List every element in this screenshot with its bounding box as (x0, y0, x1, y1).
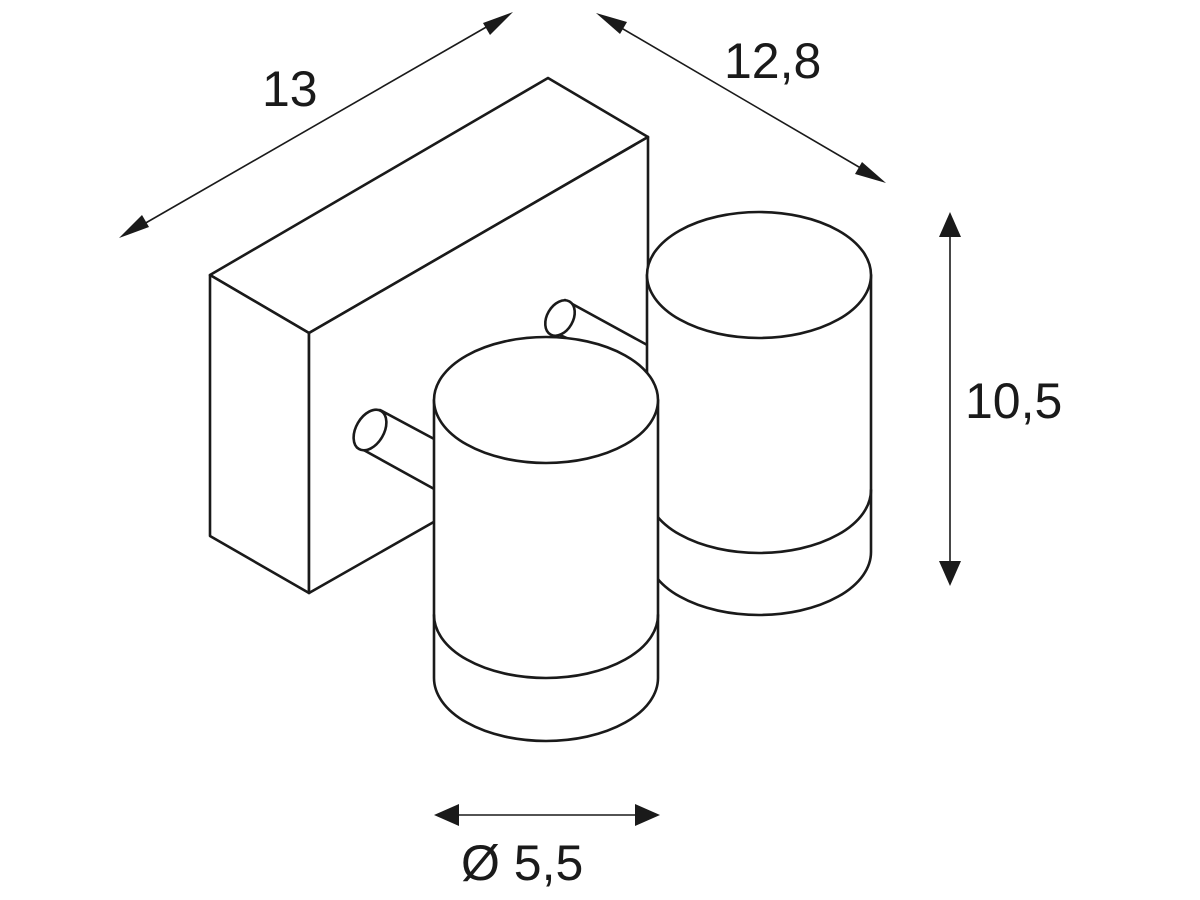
dimension-height: 10,5 (939, 212, 1062, 586)
front-spotlight (352, 335, 660, 743)
dimension-diameter: Ø 5,5 (434, 804, 660, 891)
arrowhead-icon (119, 215, 149, 238)
back-spotlight-top (645, 210, 873, 340)
arrowhead-icon (483, 12, 513, 35)
front-spotlight-top (432, 335, 660, 465)
arrowhead-icon (939, 212, 961, 237)
arrowhead-icon (939, 561, 961, 586)
dimension-height-label: 10,5 (965, 373, 1062, 429)
dimension-diameter-label: Ø 5,5 (461, 835, 583, 891)
front-spotlight-body (432, 398, 660, 743)
arrowhead-icon (635, 804, 660, 826)
dimension-width-label: 13 (262, 61, 318, 117)
arrowhead-icon (434, 804, 459, 826)
dimension-width: 13 (119, 12, 513, 238)
dimension-depth: 12,8 (596, 13, 886, 183)
front-spotlight-ring (432, 613, 660, 680)
arrowhead-icon (596, 13, 627, 34)
arrowhead-icon (855, 162, 886, 183)
front-spotlight-arm (352, 408, 438, 492)
dimension-depth-label: 12,8 (724, 33, 821, 89)
